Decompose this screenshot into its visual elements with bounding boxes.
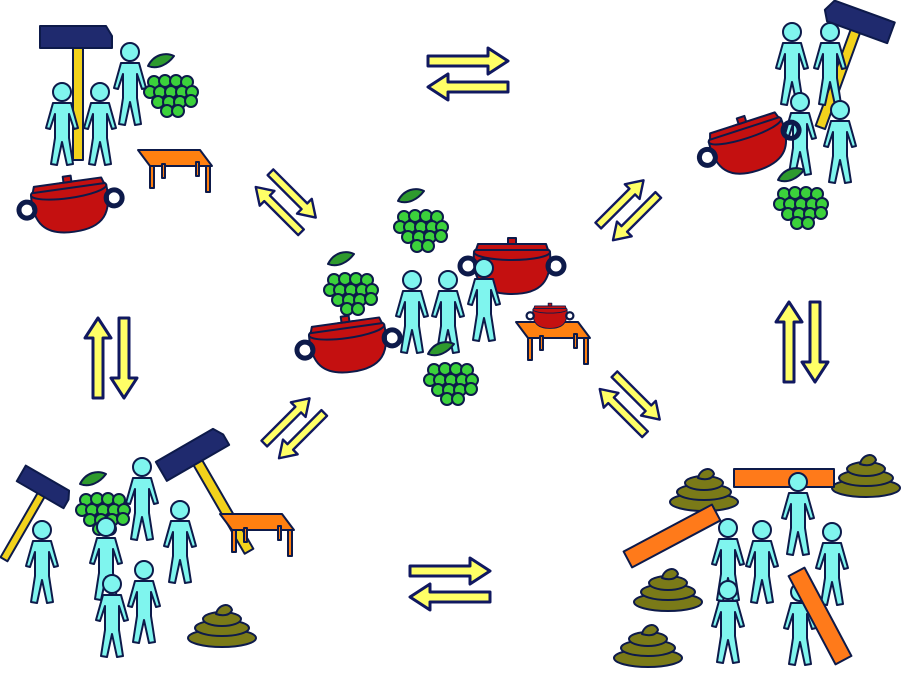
table-icon [137, 149, 213, 193]
arrow-bottom [408, 556, 492, 612]
dung-icon [187, 604, 257, 648]
arrow-center-bottom-right [591, 365, 669, 443]
scene-top-left [15, 25, 213, 239]
grapes-icon [143, 53, 199, 118]
arrow-left [83, 316, 139, 400]
grapes-icon [323, 251, 379, 316]
table-icon [219, 513, 295, 557]
people-icon [395, 258, 501, 354]
hammer-icon [0, 464, 71, 563]
scene-top-right [691, 0, 896, 230]
pot-icon [15, 169, 126, 239]
hammer-icon [39, 25, 113, 161]
arrow-center-top-right [589, 171, 667, 249]
scene-bottom-right [613, 454, 901, 668]
arrow-top [426, 46, 510, 102]
plank-icon [622, 503, 722, 569]
grapes-icon [773, 167, 829, 230]
plank-icon [733, 468, 835, 488]
people-icon [45, 42, 147, 166]
dung-icon [669, 468, 739, 512]
scene-bottom-left [0, 427, 295, 658]
grapes-icon [423, 341, 479, 406]
scene-center [293, 188, 591, 406]
dung-icon [633, 568, 703, 612]
grapes-icon [393, 188, 449, 253]
dung-icon [613, 624, 683, 668]
dung-icon [831, 454, 901, 498]
arrow-right [774, 300, 830, 384]
arrow-center-top-left [247, 163, 325, 241]
pot-icon [293, 309, 404, 379]
arrow-center-bottom-left [255, 389, 333, 467]
table-icon [515, 302, 591, 365]
